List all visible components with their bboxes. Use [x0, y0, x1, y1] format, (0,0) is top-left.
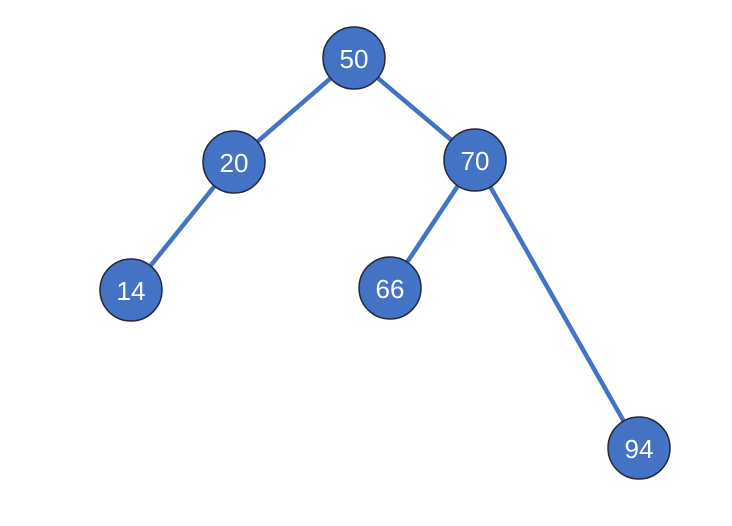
tree-node-50: 50	[322, 26, 386, 90]
node-label-70: 70	[461, 146, 490, 176]
node-circle-20	[202, 130, 266, 194]
node-label-94: 94	[625, 434, 654, 464]
tree-node-66: 66	[358, 256, 422, 320]
node-label-66: 66	[376, 274, 405, 304]
tree-nodes: 50 20 70 14 66 94	[99, 26, 671, 480]
node-circle-70	[443, 128, 507, 192]
node-circle-50	[322, 26, 386, 90]
node-circle-14	[99, 258, 163, 322]
tree-edges	[128, 55, 642, 451]
tree-node-14: 14	[99, 258, 163, 322]
node-label-14: 14	[117, 276, 146, 306]
tree-node-94: 94	[607, 416, 671, 480]
tree-node-70: 70	[443, 128, 507, 192]
tree-node-20: 20	[202, 130, 266, 194]
node-circle-94	[607, 416, 671, 480]
node-label-50: 50	[340, 44, 369, 74]
tree-edge-70-94	[472, 157, 642, 451]
node-label-20: 20	[220, 148, 249, 178]
node-circle-66	[358, 256, 422, 320]
